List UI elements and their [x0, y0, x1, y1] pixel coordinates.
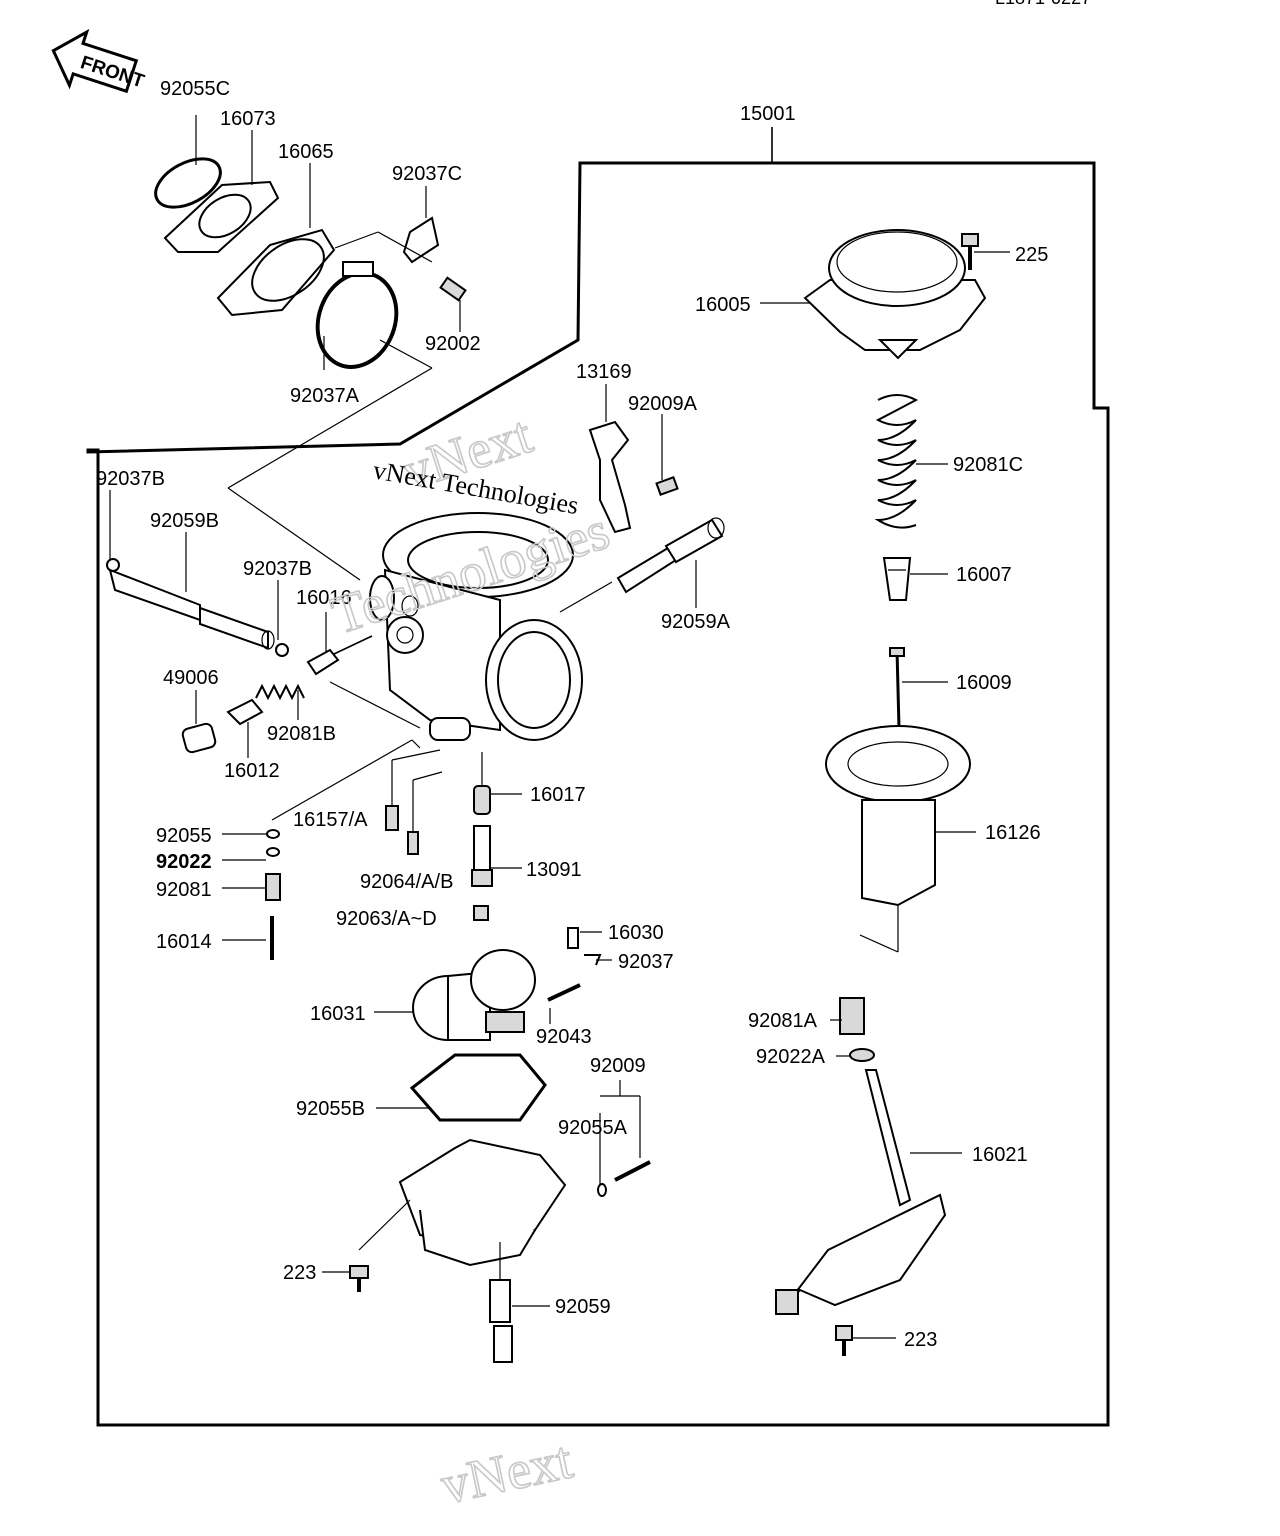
nut-16012	[226, 698, 264, 726]
washer-92022A	[849, 1048, 875, 1062]
washer-92055A	[597, 1183, 607, 1197]
label-16017: 16017	[530, 784, 586, 806]
screw-223-starter	[835, 1325, 853, 1356]
insulator-16073	[163, 180, 280, 253]
holder-16065	[216, 228, 336, 317]
cap-49006	[181, 722, 217, 754]
tube-92059B	[108, 568, 275, 650]
label-92055B: 92055B	[296, 1098, 365, 1120]
washer-92055	[266, 829, 280, 839]
gasket-92055B	[409, 1053, 547, 1122]
front-arrow-badge: FRONT	[51, 28, 147, 94]
plunger-16016	[306, 635, 373, 676]
watermark-bottom: vNext	[436, 1429, 578, 1515]
label-92043: 92043	[536, 1026, 592, 1048]
label-92081B: 92081B	[267, 723, 336, 745]
label-92055A: 92055A	[558, 1117, 628, 1139]
label-16014: 16014	[156, 931, 212, 953]
drain-screw-92009	[614, 1160, 651, 1182]
label-223-starter: 223	[904, 1329, 937, 1351]
label-92055: 92055	[156, 825, 212, 847]
label-92037B-lower: 92037B	[243, 558, 312, 580]
tube-92059A	[616, 517, 725, 594]
float-16031	[412, 949, 536, 1041]
label-16126: 16126	[985, 822, 1041, 844]
label-92037A: 92037A	[290, 385, 360, 407]
float-bowl	[398, 1138, 567, 1267]
pin-92043	[547, 983, 581, 1002]
float-valve-16030	[567, 927, 579, 949]
label-16157: 16157/A	[293, 809, 368, 831]
label-16021: 16021	[972, 1144, 1028, 1166]
label-49006: 49006	[163, 667, 219, 689]
label-92059: 92059	[555, 1296, 611, 1318]
label-92059B: 92059B	[150, 510, 219, 532]
clip-92037B-lower	[275, 643, 289, 657]
label-92037B-upper: 92037B	[96, 468, 165, 490]
label-15001: 15001	[740, 103, 796, 125]
label-16007: 16007	[956, 564, 1012, 586]
screw-92009A	[655, 476, 679, 496]
label-13091: 13091	[526, 859, 582, 881]
label-16012: 16012	[224, 760, 280, 782]
clamp-92037A	[315, 261, 399, 369]
clip-92037-float	[584, 954, 602, 966]
label-92081A: 92081A	[748, 1010, 818, 1032]
label-92002: 92002	[425, 333, 481, 355]
label-92022A: 92022A	[756, 1046, 826, 1068]
reference-code: L1871-0227	[995, 0, 1091, 8]
vacuum-piston-16126	[825, 725, 971, 907]
plate-13169	[588, 420, 632, 534]
label-92055C: 92055C	[160, 78, 230, 100]
jet-92064	[407, 831, 419, 855]
needle-jet-13091	[471, 825, 493, 887]
label-16065: 16065	[278, 141, 334, 163]
label-92081: 92081	[156, 879, 212, 901]
label-16016: 16016	[296, 587, 352, 609]
carburetor-body	[369, 512, 583, 741]
label-92059A: 92059A	[661, 611, 731, 633]
jet-16157	[385, 805, 399, 831]
spring-92081A	[839, 997, 865, 1035]
spring-92081B	[255, 683, 305, 701]
jet-needle-16009	[889, 647, 905, 729]
label-92081C: 92081C	[953, 454, 1023, 476]
label-13169: 13169	[576, 361, 632, 383]
screw-92002	[439, 276, 467, 302]
label-92009A: 92009A	[628, 393, 698, 415]
main-jet-92063	[473, 905, 489, 921]
jet-16017	[473, 785, 491, 815]
label-16005: 16005	[695, 294, 751, 316]
spring-92081	[265, 873, 281, 901]
label-92037C: 92037C	[392, 163, 462, 185]
watermark: vNext Technologies vNext Technologies vN…	[324, 403, 617, 1516]
screw-223-bowl	[349, 1265, 369, 1292]
label-92022: 92022	[156, 851, 212, 873]
label-16073: 16073	[220, 108, 276, 130]
starter-plunger-16021	[775, 1069, 947, 1315]
drain-tube-92059	[489, 1279, 513, 1363]
label-16030: 16030	[608, 922, 664, 944]
label-92037: 92037	[618, 951, 674, 973]
clip-92037B-upper	[106, 558, 120, 572]
screw-225	[961, 233, 979, 270]
o-ring-92055C	[154, 157, 222, 209]
spring-92081C	[874, 394, 919, 529]
label-225: 225	[1015, 244, 1048, 266]
washer-92022	[266, 847, 280, 857]
label-16009: 16009	[956, 672, 1012, 694]
label-92064: 92064/A/B	[360, 871, 453, 893]
needle-holder-16007	[882, 557, 912, 601]
label-16031: 16031	[310, 1003, 366, 1025]
assembly-outline	[86, 161, 1110, 1427]
top-cover-16005	[803, 229, 987, 360]
label-92063: 92063/A~D	[336, 908, 437, 930]
label-223-bowl: 223	[283, 1262, 316, 1284]
label-92009: 92009	[590, 1055, 646, 1077]
